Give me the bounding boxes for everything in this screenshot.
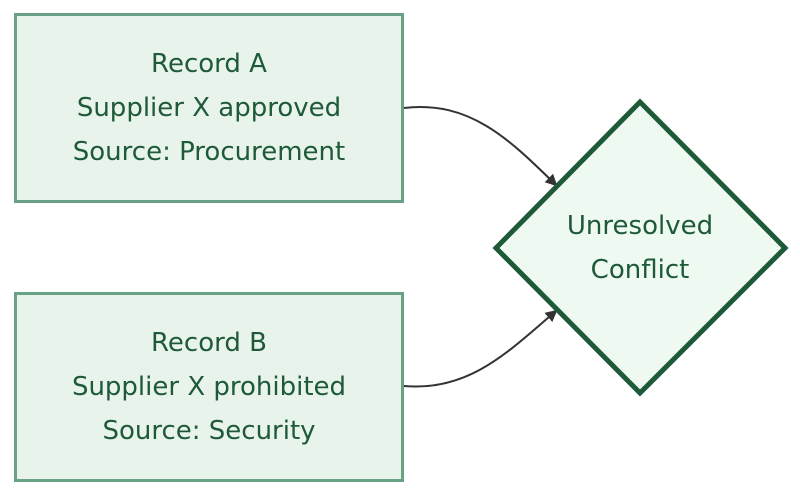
conflict-label-line1: Unresolved	[566, 211, 714, 241]
conflict-node-label: Unresolved Conflict	[540, 202, 740, 294]
edge-record-a-to-conflict	[403, 106, 558, 187]
conflict-label-line2: Conflict	[590, 255, 690, 285]
record-a-title: Record A	[151, 49, 267, 79]
record-b-title: Record B	[151, 328, 267, 358]
record-a-node: Record A Supplier X approved Source: Pro…	[14, 13, 404, 203]
record-a-source: Source: Procurement	[72, 137, 346, 167]
conflict-diamond-shape	[492, 98, 789, 397]
record-b-node: Record B Supplier X prohibited Source: S…	[14, 292, 404, 482]
record-b-detail: Supplier X prohibited	[71, 372, 347, 402]
edge-record-b-to-conflict	[403, 309, 558, 388]
record-b-source: Source: Security	[102, 416, 316, 446]
record-a-detail: Supplier X approved	[76, 93, 342, 123]
